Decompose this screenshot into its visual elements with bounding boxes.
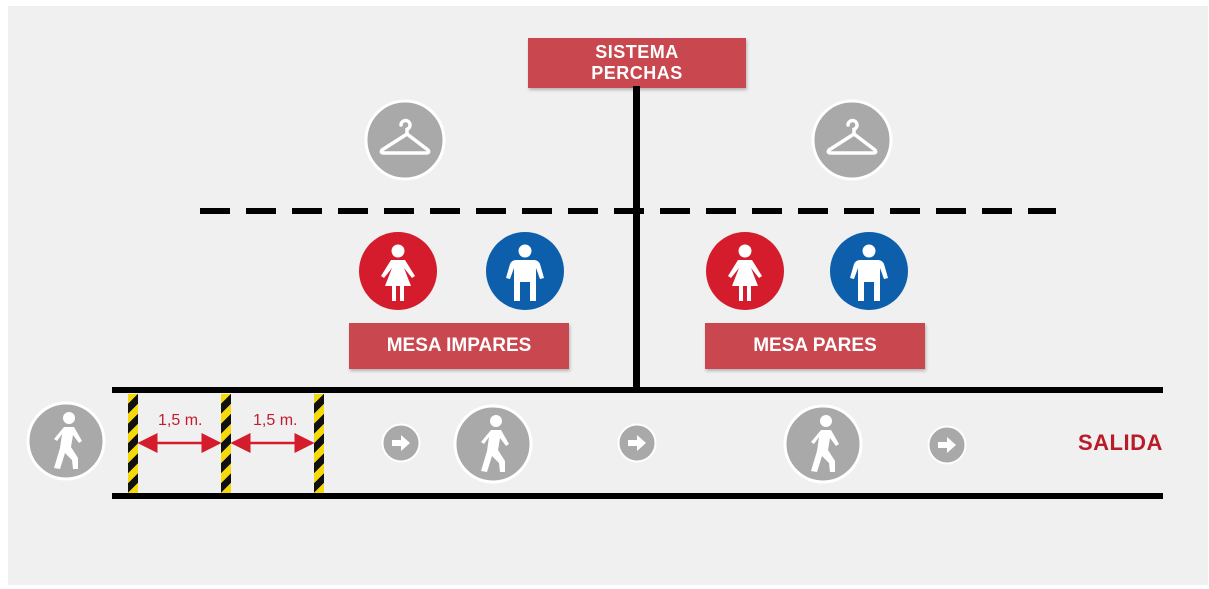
- distance-marker-post: [221, 394, 231, 493]
- distance-marker-post: [314, 394, 324, 493]
- distance-label: 1,5 m.: [253, 412, 298, 429]
- mesa-impares-box: MESA IMPARES: [349, 323, 569, 369]
- diagram-canvas: SISTEMA PERCHAS MESA IMPARES: [8, 6, 1208, 585]
- pedestrian-icon: [453, 404, 533, 484]
- dashed-separator: [200, 208, 1056, 214]
- mesa-impares-label: MESA IMPARES: [386, 335, 532, 356]
- pedestrian-icon: [783, 404, 863, 484]
- arrow-right-icon: [617, 423, 657, 463]
- pedestrian-icon: [26, 401, 106, 481]
- arrow-right-icon: [381, 423, 421, 463]
- arrow-right-icon: [927, 425, 967, 465]
- distance-marker-post: [128, 394, 138, 493]
- woman-icon: [706, 232, 784, 310]
- hanger-icon: [364, 99, 446, 181]
- exit-label: SALIDA: [1078, 430, 1163, 455]
- man-icon: [486, 232, 564, 310]
- distance-dimension-arrows: [137, 433, 315, 453]
- corridor-bottom-line: [112, 493, 1163, 499]
- vertical-divider: [633, 86, 640, 392]
- woman-icon: [359, 232, 437, 310]
- mesa-pares-box: MESA PARES: [705, 323, 925, 369]
- sistema-perchas-box: SISTEMA PERCHAS: [528, 38, 746, 88]
- sistema-perchas-label: SISTEMA PERCHAS: [591, 42, 683, 83]
- mesa-pares-label: MESA PARES: [753, 335, 877, 356]
- man-icon: [830, 232, 908, 310]
- distance-label: 1,5 m.: [158, 412, 203, 429]
- hanger-icon: [811, 99, 893, 181]
- corridor-top-line: [112, 387, 1163, 393]
